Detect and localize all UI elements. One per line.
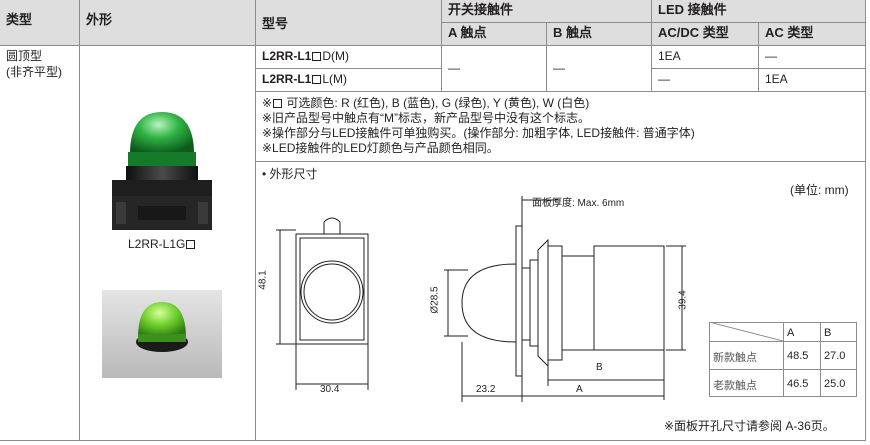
- header-ac-type: AC 类型: [759, 23, 866, 46]
- type-line1: 圆顶型: [6, 49, 43, 63]
- row1-acdc-value: 1EA: [652, 46, 759, 69]
- side-view-drawing: [444, 196, 686, 402]
- drawing-cell: • 外形尺寸 (单位: mm) 48.1 30.4: [256, 162, 866, 441]
- unit-label: (单位: mm): [790, 183, 849, 197]
- header-acdc-type: AC/DC 类型: [652, 23, 759, 46]
- dim-30-4: 30.4: [320, 384, 340, 395]
- header-model: 型号: [256, 0, 442, 46]
- dim-23-2: 23.2: [476, 384, 496, 395]
- color-placeholder-box: [186, 240, 196, 249]
- dim-b-label: B: [596, 362, 603, 373]
- dim-48-1: 48.1: [257, 270, 269, 290]
- type-cell: 圆顶型 (非齐平型): [0, 46, 80, 441]
- note-colors: ※ 可选颜色: R (红色), B (蓝色), G (绿色), Y (黄色), …: [262, 96, 590, 110]
- shape-cell: L2RR-L1G: [80, 46, 256, 441]
- header-switch-contact: 开关接触件: [442, 0, 652, 23]
- table-row: 新款触点 48.5 27.0: [709, 341, 857, 369]
- table-row: 老款触点 46.5 25.0: [709, 369, 857, 397]
- type-line2: (非齐平型): [6, 65, 62, 79]
- note-led-color: ※LED接触件的LED灯颜色与产品颜色相同。: [262, 141, 499, 155]
- row2-ac-value: 1EA: [759, 69, 866, 92]
- dim-table-header-b: B: [820, 323, 857, 341]
- dim-table-diagonal: [709, 322, 783, 341]
- header-led-contact: LED 接触件: [652, 0, 866, 23]
- color-placeholder-box: [273, 99, 283, 108]
- dim-a-label: A: [576, 384, 583, 395]
- product-photo-panel: [102, 290, 222, 378]
- product-caption: L2RR-L1G: [128, 236, 196, 252]
- header-shape: 外形: [80, 0, 256, 46]
- dim-28-5: Ø28.5: [429, 286, 441, 314]
- drawing-title: • 外形尺寸: [262, 167, 318, 181]
- dim-39-4: 39.4: [677, 290, 689, 310]
- color-placeholder-box: [312, 75, 322, 84]
- a-contact-value: —: [442, 46, 547, 92]
- row1-ac-value: —: [759, 46, 866, 69]
- front-view-drawing: [276, 217, 369, 390]
- cutout-footnote: ※面板开孔尺寸请参阅 A-36页。: [664, 419, 835, 433]
- product-photo-side: [112, 112, 212, 230]
- header-b-contact: B 触点: [547, 23, 652, 46]
- note-old-model: ※旧产品型号中触点有“M”标志，新产品型号中没有这个标志。: [262, 111, 591, 125]
- notes-cell: ※ 可选颜色: R (红色), B (蓝色), G (绿色), Y (黄色), …: [256, 92, 866, 162]
- header-type: 类型: [0, 0, 80, 46]
- header-a-contact: A 触点: [442, 23, 547, 46]
- row2-acdc-value: —: [652, 69, 759, 92]
- panel-thickness-label: 面板厚度: Max. 6mm: [532, 198, 625, 209]
- color-placeholder-box: [312, 52, 322, 61]
- b-contact-value: —: [547, 46, 652, 92]
- note-separate-purchase: ※操作部分与LED接触件可单独购买。(操作部分: 加粗字体, LED接触件: 普…: [262, 126, 695, 140]
- dim-table-header-a: A: [783, 323, 820, 341]
- dim-table: A B 新款触点 48.5 27.0 老款触点 46.5 25.0: [709, 322, 857, 397]
